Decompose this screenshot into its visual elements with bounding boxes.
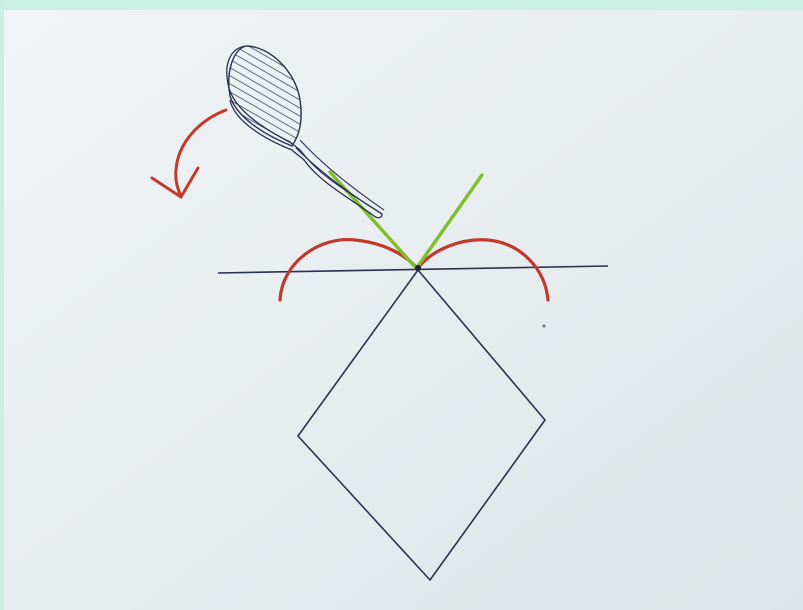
vertex-point <box>415 265 421 271</box>
paper-sheet <box>4 10 803 610</box>
top-border-strip <box>0 0 803 10</box>
paper-speck <box>542 324 545 327</box>
left-border-strip <box>0 0 4 610</box>
